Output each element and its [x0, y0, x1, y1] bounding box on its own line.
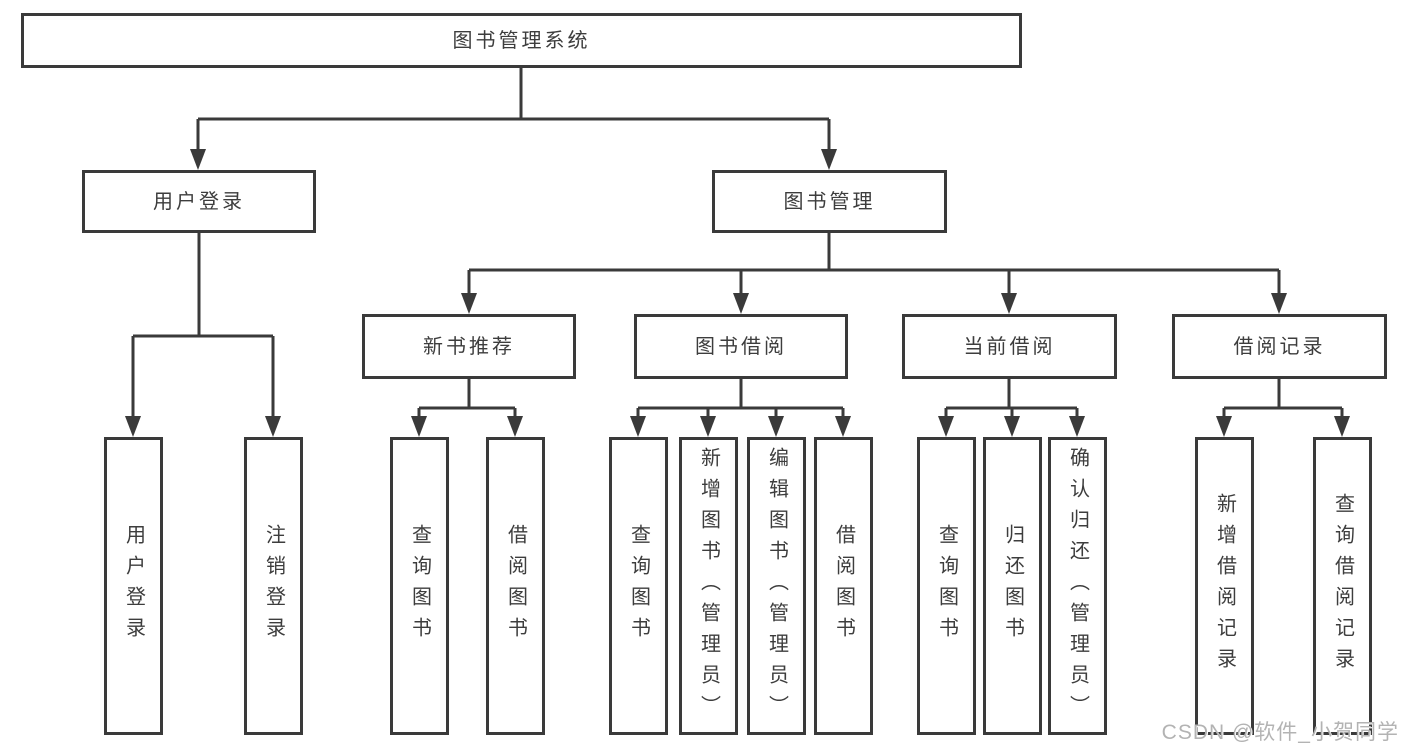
root-node-library-system: 图书管理系统 [21, 13, 1022, 68]
leaf-logout: 注销登录 [244, 437, 303, 735]
csdn-watermark: CSDN @软件_小贺同学 [1161, 721, 1399, 744]
node-new-book-recommend: 新书推荐 [362, 314, 576, 379]
node-book-borrowing: 图书借阅 [634, 314, 848, 379]
node-book-management: 图书管理 [712, 170, 947, 233]
node-borrowing-records: 借阅记录 [1172, 314, 1387, 379]
node-current-borrowing: 当前借阅 [902, 314, 1117, 379]
leaf-query-borrow-record: 查询借阅记录 [1313, 437, 1372, 735]
leaf-query-books-recommend: 查询图书 [390, 437, 449, 735]
node-user-login: 用户登录 [82, 170, 316, 233]
leaf-query-books-borrow: 查询图书 [609, 437, 668, 735]
leaf-add-borrow-record: 新增借阅记录 [1195, 437, 1254, 735]
leaf-return-books: 归还图书 [983, 437, 1042, 735]
leaf-edit-books-admin: 编辑图书（管理员） [747, 437, 806, 735]
leaf-add-books-admin: 新增图书（管理员） [679, 437, 738, 735]
leaf-borrow-books: 借阅图书 [814, 437, 873, 735]
leaf-user-login: 用户登录 [104, 437, 163, 735]
leaf-borrow-books-recommend: 借阅图书 [486, 437, 545, 735]
leaf-confirm-return-admin: 确认归还（管理员） [1048, 437, 1107, 735]
leaf-query-books-current: 查询图书 [917, 437, 976, 735]
